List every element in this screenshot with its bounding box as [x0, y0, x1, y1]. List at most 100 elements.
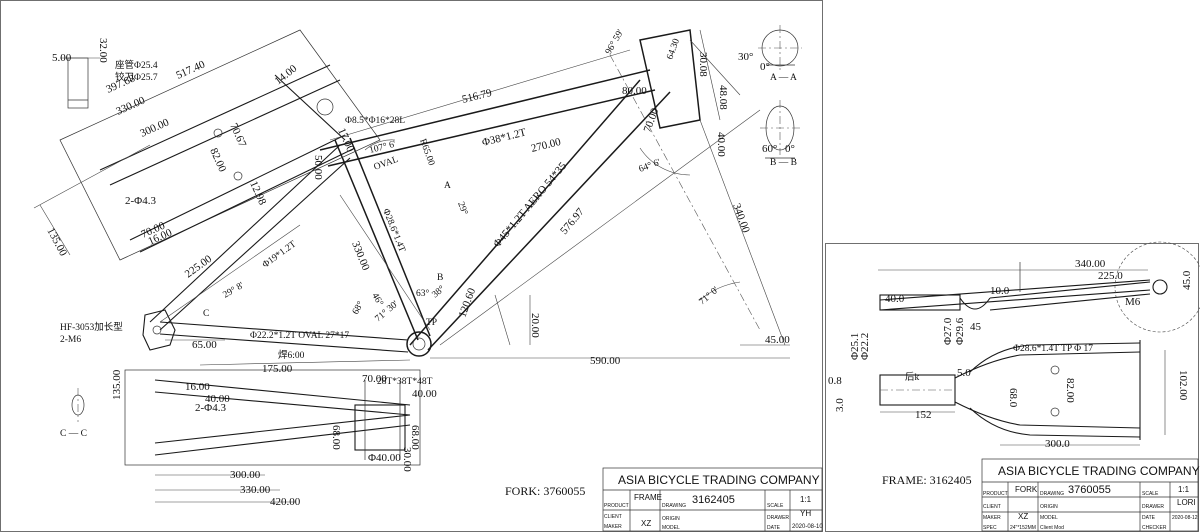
dropout-bolts: 2-M6 [60, 335, 81, 345]
frame-date-label: DATE [767, 525, 781, 531]
fork-client-mod: Client Mod [1040, 525, 1064, 531]
dim-14: 14.00 [272, 62, 299, 87]
chainstay-spec: Φ22.2*1.2T OVAL 27*17 [250, 331, 349, 341]
fork-title-block: ASIA BICYCLE TRADING COMPANY PRODUCT FOR… [981, 458, 1200, 532]
fork-product-label: PRODUCT [983, 491, 1008, 497]
fork-dim-45: 45 [970, 321, 982, 333]
dim-80: 80.00 [622, 85, 647, 97]
tp-label: TP [426, 318, 437, 328]
fork-spec-value: 24"*152MM [1010, 525, 1036, 531]
frame-maker-label: MAKER [604, 524, 622, 530]
dimension-lines [159, 29, 790, 366]
frame-origin-label: ORIGIN [662, 516, 680, 522]
dim-40: 40.00 [715, 132, 727, 157]
fork-drawing-value: 3760055 [1068, 484, 1111, 496]
seat-clamp-detail [60, 57, 100, 109]
dim-330: 330.00 [114, 94, 147, 117]
angle-29-b: 29° [455, 200, 470, 216]
section-aa-zero: 0° [760, 61, 770, 73]
dropout-model: HF-3053加长型 [60, 321, 123, 333]
angle-29: 29° 8' [221, 280, 246, 301]
fork-dim-300: 300.0 [1045, 438, 1070, 450]
rear-dim-68: 68.00 [330, 425, 342, 450]
section-bb-label: B — B [770, 158, 797, 168]
dim-330-seat: 330.00 [349, 240, 372, 273]
top-tube [319, 69, 656, 167]
rear-dim-40-b: 40.00 [412, 388, 437, 400]
reamer-spec: 铰刀Φ25.7 [115, 71, 158, 83]
fork-maker-value: XZ [1018, 512, 1028, 521]
dim-340: 340.00 [730, 202, 752, 235]
frame-date-value: 2020-08-10 [792, 524, 823, 530]
frame-maker-value: XZ [641, 519, 651, 528]
bottom-bracket-shell [406, 331, 432, 357]
section-bb-detail [760, 100, 800, 159]
rear-dim-420: 420.00 [270, 496, 301, 508]
rear-dim-135: 135.00 [111, 369, 123, 400]
fork-dim-68: 68.0 [1007, 388, 1019, 408]
section-bb-zero: 0° [785, 143, 795, 155]
rear-hole: 2-Φ4.3 [195, 402, 226, 414]
frame-scale-label: SCALE [767, 503, 784, 509]
angle-38: 38° [430, 283, 447, 300]
rear-dim-16: 16.00 [185, 381, 210, 393]
fork-model-label: MODEL [1040, 515, 1058, 521]
fork-drawer-value: LORI [1177, 498, 1196, 507]
fork-dim-0-8: 0.8 [828, 375, 842, 387]
frame-drawing-value: 3162405 [692, 494, 735, 506]
fork-dim-27: Φ27.0 [942, 317, 954, 345]
seatstay-spec: Φ19*1.2T [261, 239, 298, 270]
fork-dim-45-b: 45.0 [1181, 270, 1193, 290]
fork-dim-152: 152 [915, 409, 932, 421]
dim-517: 517.40 [174, 58, 207, 81]
dim-270: 270.00 [530, 136, 563, 155]
weld-label: 焊6:00 [278, 349, 305, 361]
frame-model-label: MODEL [662, 525, 680, 531]
fork-drawing-label: DRAWING [1040, 491, 1064, 497]
frame-title-block: ASIA BICYCLE TRADING COMPANY PRODUCT FRA… [602, 467, 823, 532]
fork-dim-340: 340.00 [1075, 258, 1106, 270]
dim-590: 590.00 [590, 355, 621, 367]
frame-product-label: PRODUCT [604, 503, 629, 509]
fork-product-value: FORK [1015, 485, 1038, 494]
fork-maker-label: MAKER [983, 515, 1001, 521]
down-tube [409, 79, 671, 351]
dim-516: 516.79 [461, 87, 494, 106]
fork-dim-10: 10.0 [990, 285, 1010, 297]
dim-70-67: 70.67 [227, 121, 248, 149]
top-tube-spec: Φ38*1.2T [481, 126, 528, 149]
fork-m6: M6 [1125, 296, 1141, 308]
rear-dim-70: 70.00 [362, 373, 387, 385]
fork-dim-40: 40.0 [885, 293, 905, 305]
dim-64-30: 64.30 [665, 37, 682, 61]
frame-reference: FRAME: 3162405 [882, 473, 972, 487]
frame-scale-value: 1:1 [800, 495, 812, 504]
fork-crown-spec: Φ28.6*1.4T TP Φ 17 [1013, 344, 1093, 354]
fork-dim-22-2: Φ22.2 [859, 333, 871, 360]
fork-dim-82: 82.00 [1064, 378, 1076, 403]
fork-client-label: CLIENT [983, 504, 1001, 510]
fork-dim-29-6: Φ29.6 [954, 317, 966, 345]
rear-triangle-view [124, 369, 421, 503]
fork-drawing: 340.00 225.0 40.0 10.0 Φ25.1 Φ22.2 Φ27.0… [825, 241, 1200, 532]
frame-drawer-label: DRAWER [767, 515, 789, 521]
frame-drawing-label: DRAWING [662, 503, 686, 509]
fork-date-label: DATE [1142, 515, 1156, 521]
seat-post-spec: 座管Φ25.4 [115, 59, 158, 71]
frame-client-label: CLIENT [604, 514, 622, 520]
rear-dim-phi40: Φ40.00 [368, 452, 401, 464]
rear-dim-330: 330.00 [240, 484, 271, 496]
section-aa-angle: 30° [738, 51, 753, 63]
chain-stays [159, 321, 409, 353]
fork-labels: 340.00 225.0 40.0 10.0 Φ25.1 Φ22.2 Φ27.0… [828, 258, 1193, 450]
fork-date-value: 2020-08-12 [1172, 515, 1198, 521]
frame-product-value: FRAME [634, 493, 662, 502]
fork-label-k: 后k [905, 372, 920, 383]
dim-32: 32.00 [97, 38, 109, 63]
down-tube-spec: Φ45*1.2T AERO 54*35 [491, 160, 569, 250]
dim-300: 300.00 [138, 116, 171, 139]
rear-dim-30: 30.00 [401, 447, 413, 472]
section-mark-b: B [437, 273, 443, 283]
gusset-spec: Φ8.5*Φ16*28L [345, 116, 405, 126]
